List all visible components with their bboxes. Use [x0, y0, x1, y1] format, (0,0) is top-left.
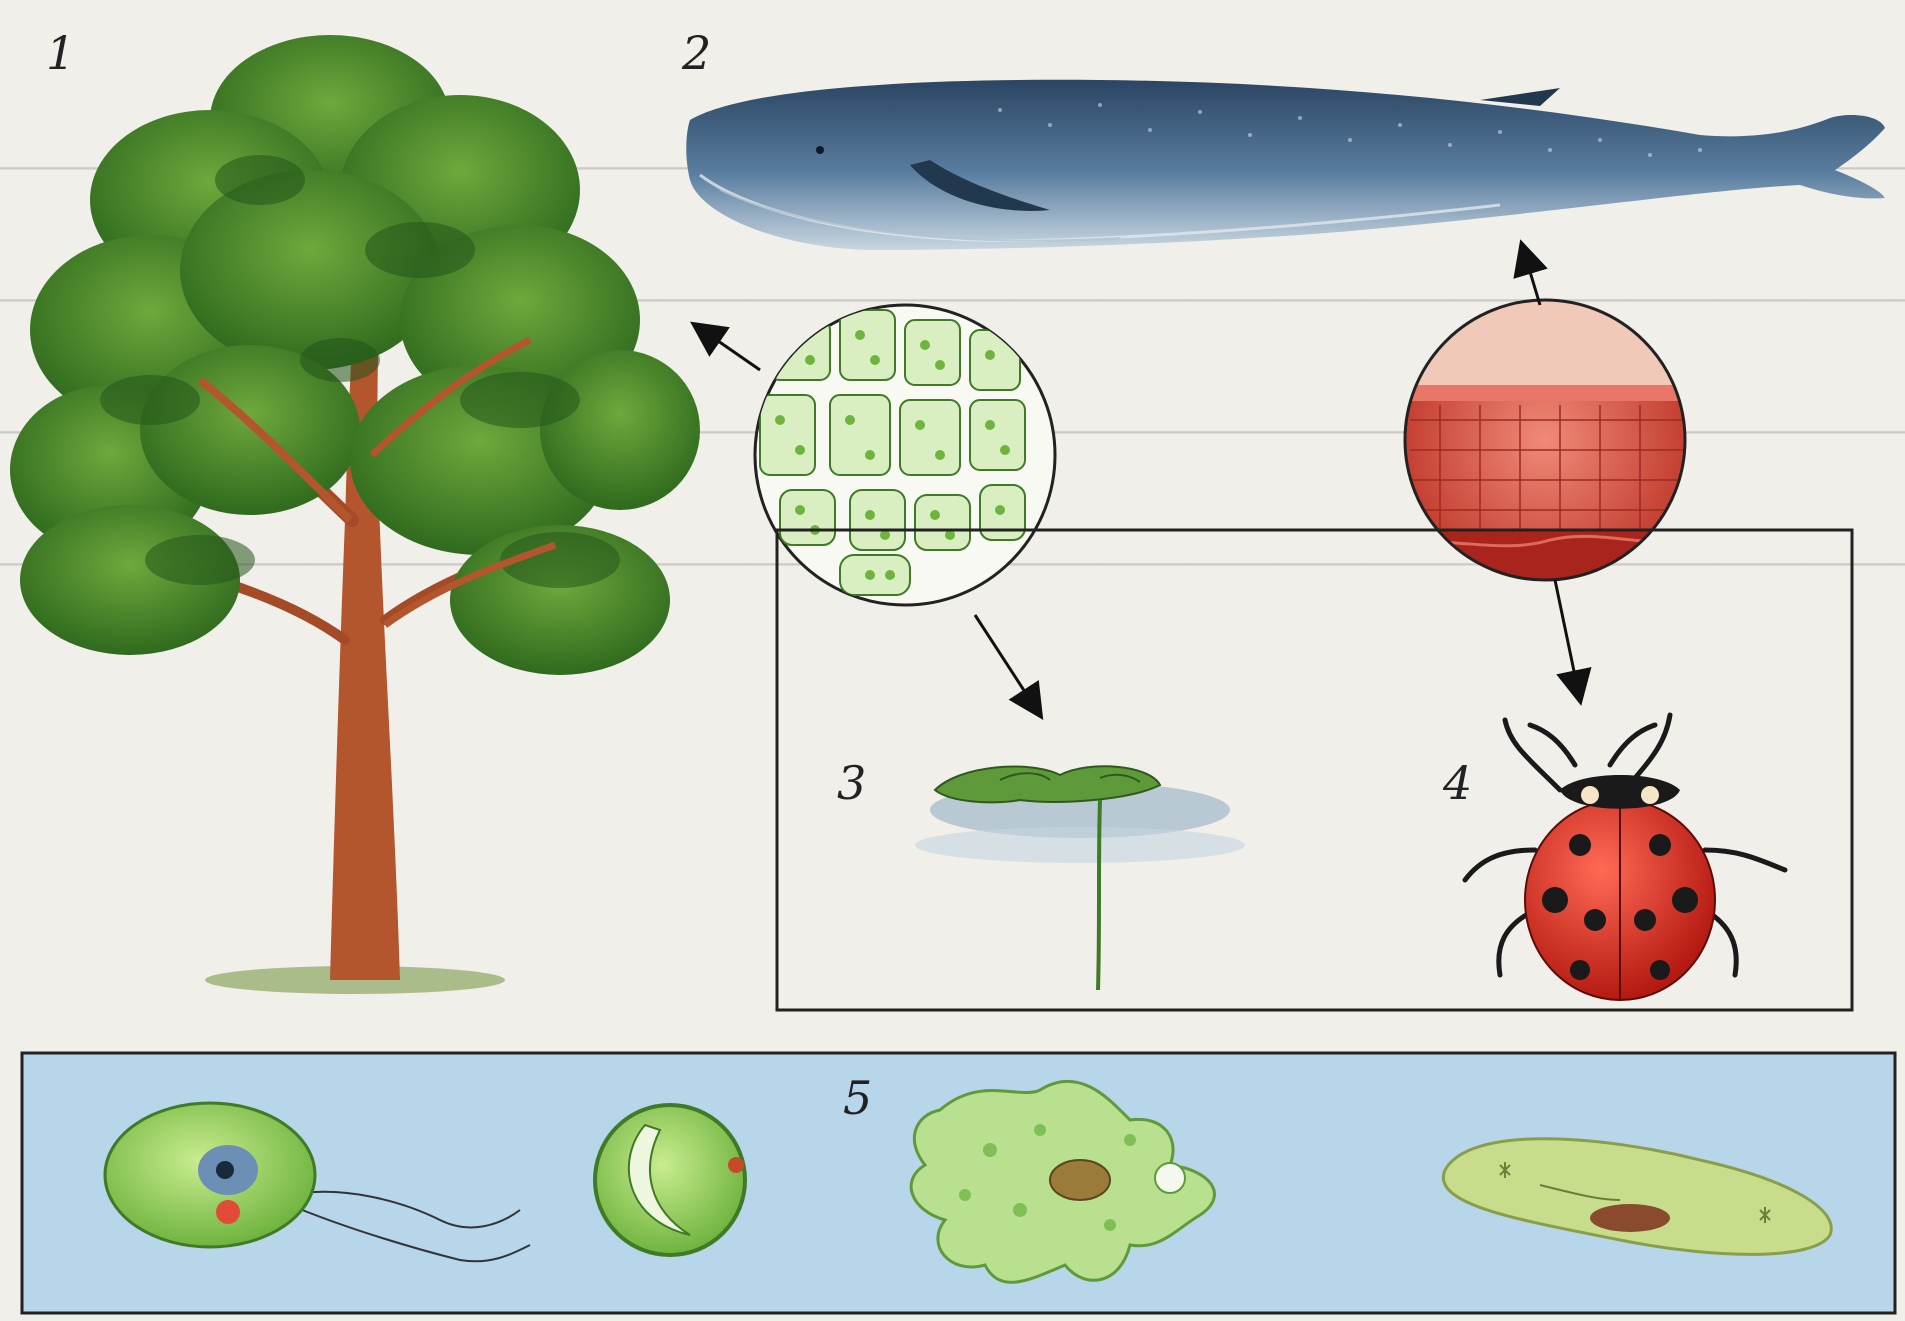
whale-icon	[686, 80, 1885, 250]
water-plant-icon	[915, 766, 1245, 990]
animal-tissue-icon	[1400, 300, 1700, 590]
plant-cells-icon	[755, 305, 1055, 605]
arrow-tissue-to-ladybug	[1555, 580, 1580, 700]
arrow-cells-to-tree	[695, 325, 760, 370]
arrow-cells-to-water-plant	[975, 615, 1040, 715]
chlamydomonas-icon	[595, 1105, 745, 1255]
label-tree: 1	[46, 30, 75, 76]
protists-panel	[22, 1053, 1895, 1313]
arrow-tissue-to-whale	[1522, 245, 1540, 305]
label-water-plant: 3	[837, 760, 866, 806]
label-whale: 2	[682, 30, 711, 76]
label-protists: 5	[843, 1075, 872, 1121]
ladybug-icon	[1465, 715, 1785, 1000]
label-ladybug: 4	[1443, 760, 1472, 806]
tree-icon	[10, 35, 700, 994]
